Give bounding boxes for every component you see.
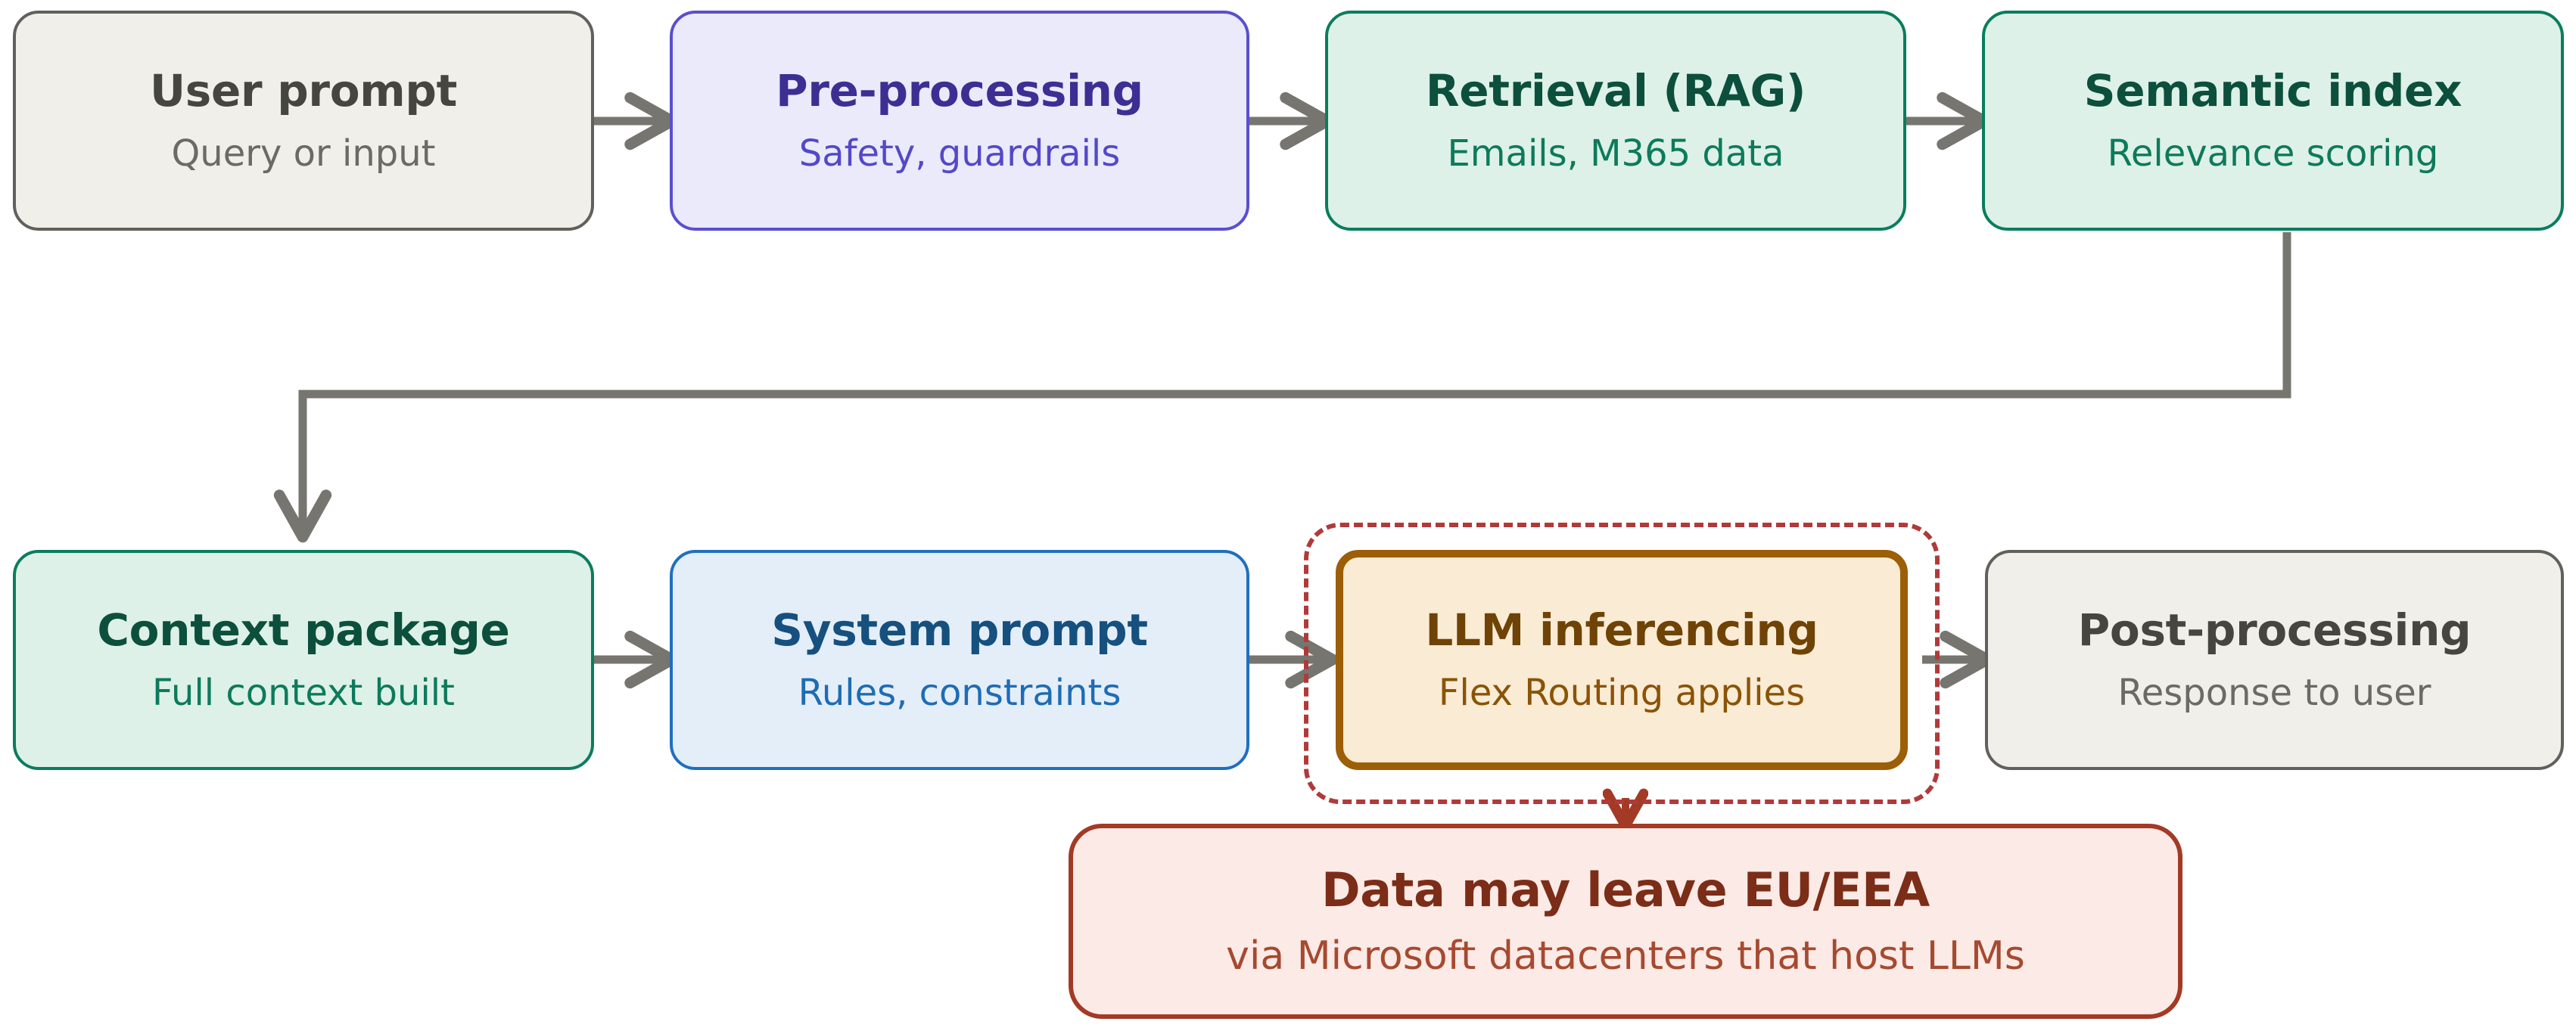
edge-index-to-context [273,232,2291,543]
node-title: User prompt [149,65,458,117]
node-subtitle: via Microsoft datacenters that host LLMs [1226,933,2025,980]
node-subtitle: Query or input [171,132,436,175]
node-pre-processing[interactable]: Pre-processing Safety, guardrails [670,11,1249,231]
llm-inferencing-emphasis-frame [1304,523,1940,804]
node-subtitle: Flex Routing applies [1438,671,1806,714]
node-subtitle: Emails, M365 data [1447,132,1784,175]
node-system-prompt[interactable]: System prompt Rules, constraints [670,550,1249,770]
node-context-package[interactable]: Context package Full context built [13,550,594,770]
node-title: Pre-processing [776,65,1143,117]
node-subtitle: Safety, guardrails [798,132,1121,175]
node-post-processing[interactable]: Post-processing Response to user [1985,550,2564,770]
node-user-prompt[interactable]: User prompt Query or input [13,11,594,231]
node-title: Data may leave EU/EEA [1321,862,1930,918]
node-title: Context package [97,604,510,657]
node-subtitle: Rules, constraints [798,671,1122,714]
node-llm-inferencing[interactable]: LLM inferencing Flex Routing applies [1336,550,1908,770]
node-title: System prompt [771,604,1148,657]
node-subtitle: Relevance scoring [2107,132,2439,175]
node-subtitle: Full context built [152,671,455,714]
node-title: Retrieval (RAG) [1425,65,1806,117]
node-title: Post-processing [2077,604,2472,657]
node-title: Semantic index [2083,65,2462,117]
node-title: LLM inferencing [1425,604,1818,657]
node-retrieval-rag[interactable]: Retrieval (RAG) Emails, M365 data [1325,11,1906,231]
node-semantic-index[interactable]: Semantic index Relevance scoring [1982,11,2564,231]
node-subtitle: Response to user [2117,671,2431,714]
node-data-leaves-eu[interactable]: Data may leave EU/EEA via Microsoft data… [1069,824,2182,1019]
